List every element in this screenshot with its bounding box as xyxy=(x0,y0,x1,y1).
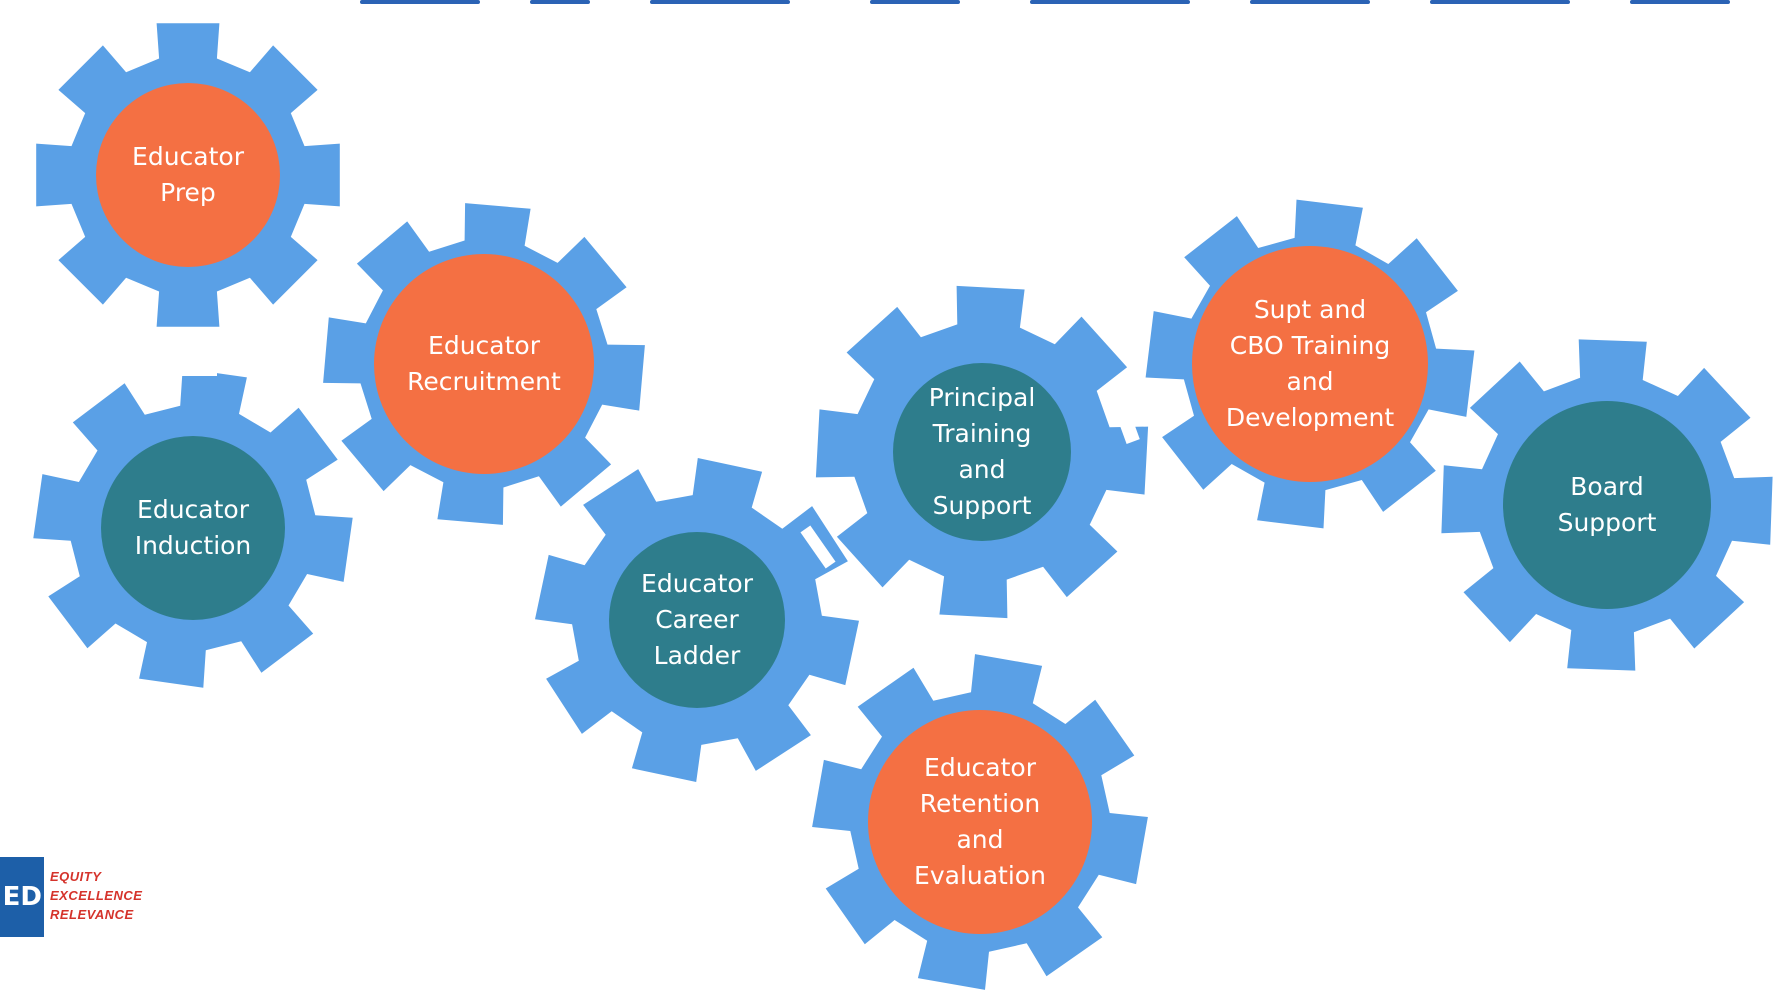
gear-educator-retention xyxy=(812,654,1148,990)
gear-mesh-gap xyxy=(800,525,836,569)
gear-mesh-gap xyxy=(1110,394,1140,444)
gear-educator-prep xyxy=(36,23,340,327)
gear-hub xyxy=(868,710,1092,934)
gear-hub xyxy=(609,532,785,708)
gear-supt-cbo-training xyxy=(1145,199,1475,529)
gear-educator-induction xyxy=(33,368,353,688)
gear-educator-career-ladder xyxy=(535,458,859,782)
title-fragment-strip xyxy=(350,0,1781,10)
gear-board-support xyxy=(1441,339,1773,671)
gear-hub xyxy=(1503,401,1711,609)
gear-hub xyxy=(893,363,1071,541)
gear-mesh-gap xyxy=(157,362,217,376)
gear-hub xyxy=(96,83,280,267)
logo-word-excellence: EXCELLENCE xyxy=(50,888,143,903)
gear-hub xyxy=(1192,246,1428,482)
gear-hub xyxy=(374,254,594,474)
gear-hub xyxy=(101,436,285,620)
logo: ED EQUITY EXCELLENCE RELEVANCE xyxy=(0,857,160,937)
logo-word-equity: EQUITY xyxy=(50,869,102,884)
gear-educator-recruitment xyxy=(323,203,645,525)
gear-principal-training xyxy=(815,285,1149,619)
logo-word-relevance: RELEVANCE xyxy=(50,907,134,922)
logo-box: ED xyxy=(0,857,44,937)
